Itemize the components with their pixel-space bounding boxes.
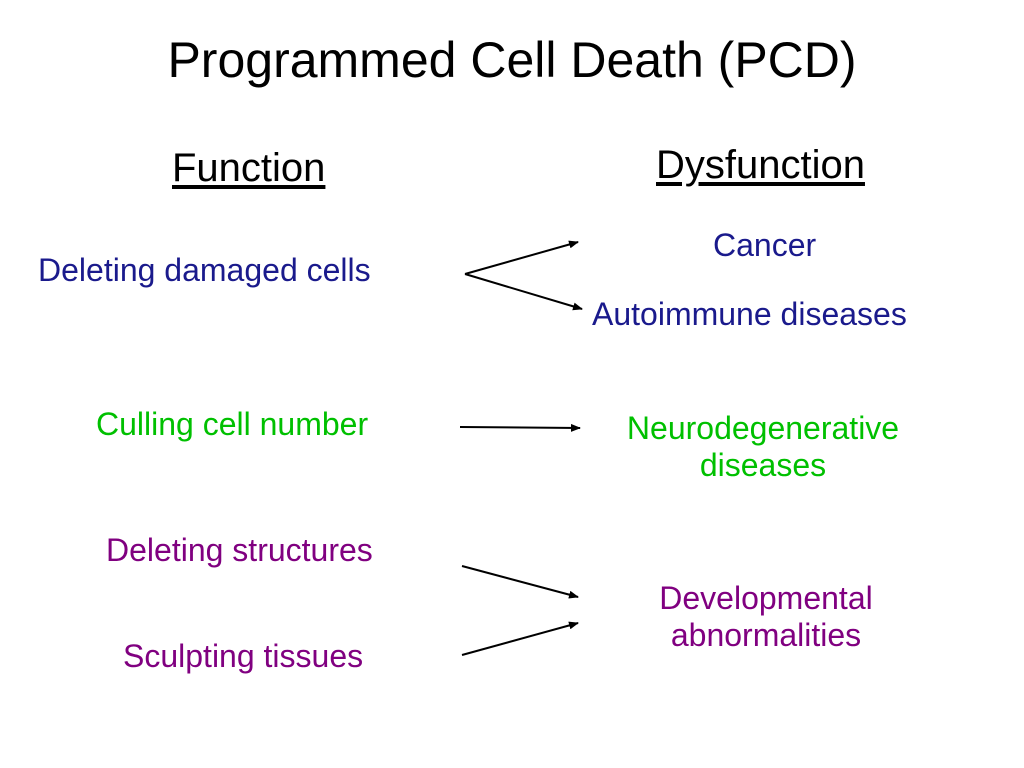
function-culling-cell-number: Culling cell number — [96, 406, 369, 442]
dysfunction-developmental-line1: Developmental — [659, 580, 873, 616]
function-deleting-structures: Deleting structures — [106, 532, 373, 568]
dysfunction-autoimmune-diseases: Autoimmune diseases — [592, 296, 907, 332]
dysfunction-developmental-line2: abnormalities — [670, 616, 862, 653]
arrow-damaged-to-autoimmune — [464, 273, 583, 311]
arrow-damaged-to-cancer — [464, 240, 579, 275]
dysfunction-neurodegenerative-diseases: Neurodegenerative diseases — [583, 410, 943, 484]
dysfunction-neurodegenerative-line1: Neurodegenerative — [626, 410, 900, 446]
dysfunction-column-heading: Dysfunction — [656, 143, 865, 187]
dysfunction-neurodegenerative-line2: diseases — [699, 446, 827, 483]
function-sculpting-tissues: Sculpting tissues — [123, 638, 364, 674]
arrow-sculpting-to-developmental — [461, 621, 579, 656]
slide-title: Programmed Cell Death (PCD) — [167, 32, 857, 88]
dysfunction-developmental-abnormalities: Developmental abnormalities — [586, 580, 946, 654]
function-deleting-damaged-cells: Deleting damaged cells — [38, 252, 371, 288]
arrow-culling-to-neurodegenerative — [459, 423, 581, 432]
arrow-structures-to-developmental — [461, 565, 579, 599]
function-column-heading: Function — [172, 146, 326, 190]
dysfunction-cancer: Cancer — [713, 227, 817, 263]
